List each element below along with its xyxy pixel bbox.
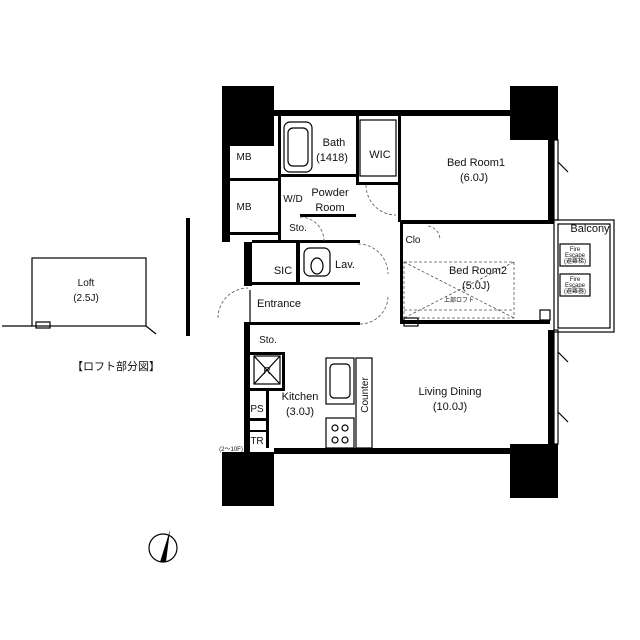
interior-walls <box>230 116 554 448</box>
refrigerator-label: R <box>263 366 270 377</box>
floor-range-note: (2〜10F) <box>219 447 243 453</box>
bedroom1-name: Bed Room1 <box>447 157 505 169</box>
living-dining-size: (10.0J) <box>433 401 467 413</box>
fire-escape-2-line1: Fire <box>570 277 581 283</box>
loft-name: Loft <box>78 278 95 289</box>
counter <box>355 357 373 449</box>
compass-icon <box>148 530 178 563</box>
fire-escape-2-line2: Escape <box>565 283 586 289</box>
loft-diagram: Loft (2.5J) 【ロフト部分図】 <box>2 218 190 373</box>
closet-label: Clo <box>405 235 420 246</box>
structural-columns <box>222 86 558 506</box>
wic-label: WIC <box>369 149 390 161</box>
powder-room-line2: Room <box>315 202 344 214</box>
entrance-label: Entrance <box>257 298 301 310</box>
loft-caption: 【ロフト部分図】 <box>72 359 160 373</box>
storage-label-2: Sto. <box>259 335 277 346</box>
balcony-label: Balcony <box>570 223 610 235</box>
sink <box>325 357 355 405</box>
loft-size: (2.5J) <box>73 293 99 304</box>
wd-label: W/D <box>283 194 302 205</box>
tr-label: TR <box>250 436 263 447</box>
bath-size: (1418) <box>316 152 348 164</box>
living-dining-name: Living Dining <box>419 386 482 398</box>
kitchen-size: (3.0J) <box>286 406 314 418</box>
fixtures <box>253 119 397 449</box>
fire-escape-2-line3: (避難器) <box>564 287 586 295</box>
bedroom1-size: (6.0J) <box>460 172 488 184</box>
stove <box>325 417 355 449</box>
loft-divider-wall <box>186 218 190 336</box>
lavatory-label: Lav. <box>335 259 355 271</box>
fire-escape-1-line3: (避難梯) <box>564 257 586 265</box>
powder-room-line1: Powder <box>311 187 349 199</box>
toilet <box>303 247 331 277</box>
loft-above-note: 上部ロフト <box>444 296 474 304</box>
kitchen-name: Kitchen <box>282 391 319 403</box>
fire-escape-1-line2: Escape <box>565 253 586 259</box>
bath-name: Bath <box>323 137 346 149</box>
balcony <box>553 219 615 333</box>
exterior-walls <box>222 110 554 454</box>
loft-outline <box>403 261 551 327</box>
doors <box>217 184 441 325</box>
bathtub <box>283 121 313 173</box>
refrigerator <box>253 355 281 385</box>
pipe-space-label: PS <box>250 404 264 415</box>
storage-label-1: Sto. <box>289 223 307 234</box>
mb-label-1: MB <box>237 152 252 163</box>
bedroom2-size: (5.0J) <box>462 280 490 292</box>
mb-label-2: MB <box>237 202 252 213</box>
bedroom2-name: Bed Room2 <box>449 265 507 277</box>
fire-escape-1-line1: Fire <box>570 247 581 253</box>
sic-label: SIC <box>274 265 292 277</box>
counter-label: Counter <box>360 377 371 413</box>
